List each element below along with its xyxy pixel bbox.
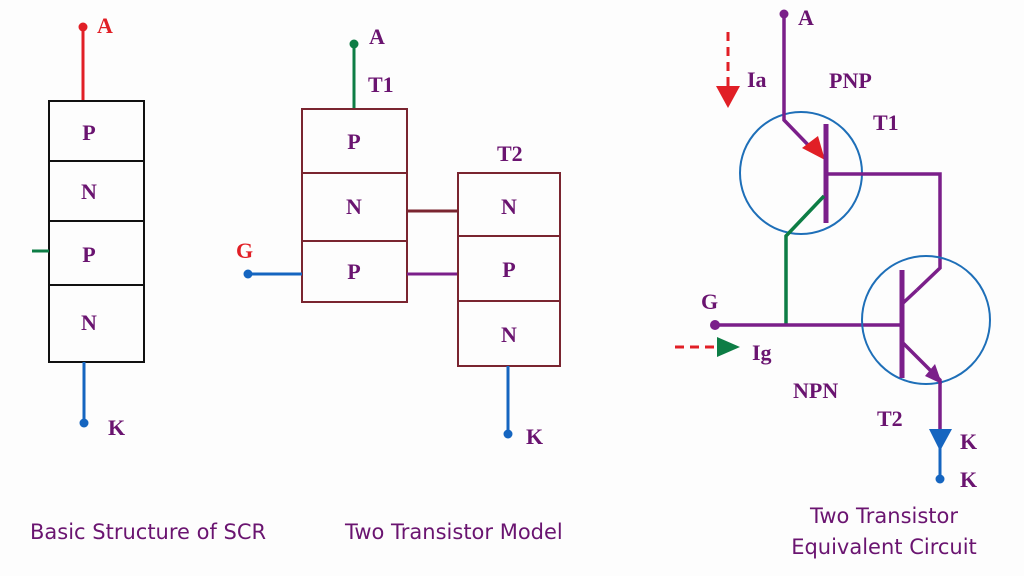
layer-label-3: P bbox=[82, 242, 95, 267]
t2-transistor-circle bbox=[861, 255, 991, 385]
t2-label: T2 bbox=[497, 141, 523, 166]
caption-two-transistor-model: Two Transistor Model bbox=[344, 520, 563, 544]
cathode-label-2: K bbox=[960, 467, 977, 492]
caption-equivalent-circuit-line2: Equivalent Circuit bbox=[791, 535, 977, 559]
anode-terminal bbox=[349, 39, 359, 49]
gate-label: G bbox=[701, 289, 718, 314]
t1-base-to-t2-collector-wire bbox=[826, 172, 942, 292]
t2-layer-label-3: N bbox=[501, 322, 517, 347]
t2-label: T2 bbox=[877, 406, 903, 431]
anode-label: A bbox=[369, 24, 385, 49]
caption-equivalent-circuit-line1: Two Transistor bbox=[809, 504, 958, 528]
anode-current-label: Ia bbox=[747, 67, 767, 92]
layer-label-1: P bbox=[82, 120, 95, 145]
cathode-label: K bbox=[108, 415, 125, 440]
two-transistor-model: A T1 P N P G T2 N P N K bbox=[236, 24, 561, 449]
basic-structure: A P N P N K bbox=[32, 13, 145, 440]
t1-layer-label-1: P bbox=[347, 129, 360, 154]
t1-collector-wire bbox=[784, 194, 826, 325]
t1-label: T1 bbox=[873, 110, 899, 135]
t1-emitter-wire bbox=[782, 14, 815, 152]
layer-box-1 bbox=[48, 100, 145, 162]
t1-layer-label-2: N bbox=[346, 194, 362, 219]
gate-current-arrow-icon bbox=[717, 337, 740, 357]
t1-layer-label-3: P bbox=[347, 259, 360, 284]
layer-label-4: N bbox=[81, 310, 97, 335]
gate-terminal bbox=[243, 269, 253, 279]
t1-label: T1 bbox=[368, 72, 394, 97]
cathode-arrow-icon bbox=[929, 429, 952, 451]
layer-box-3 bbox=[48, 220, 145, 286]
cathode-terminal bbox=[79, 418, 89, 428]
caption-basic-structure: Basic Structure of SCR bbox=[30, 520, 266, 544]
pnp-label: PNP bbox=[829, 68, 872, 93]
t2-layer-label-1: N bbox=[501, 194, 517, 219]
anode-label: A bbox=[97, 13, 113, 38]
t1-emitter-arrow-icon bbox=[802, 136, 825, 160]
t2-emitter-arrow-icon bbox=[925, 364, 942, 384]
t2-emitter-wire bbox=[900, 340, 942, 430]
cathode-terminal bbox=[935, 474, 945, 484]
cathode-label-1: K bbox=[960, 429, 977, 454]
cathode-label: K bbox=[526, 424, 543, 449]
gate-terminal bbox=[710, 320, 720, 330]
equivalent-circuit: A Ia PNP T1 G Ig NPN T2 K K bbox=[675, 5, 991, 492]
anode-label: A bbox=[798, 5, 814, 30]
layer-label-2: N bbox=[81, 179, 97, 204]
anode-current-arrow-icon bbox=[716, 86, 740, 108]
cathode-terminal bbox=[503, 429, 513, 439]
gate-current-label: Ig bbox=[752, 340, 772, 365]
t1-layer-box-3 bbox=[301, 240, 408, 303]
t2-collector-wire bbox=[900, 288, 919, 306]
gate-label: G bbox=[236, 238, 253, 263]
t2-layer-label-2: P bbox=[502, 257, 515, 282]
layer-box-4 bbox=[48, 284, 145, 363]
npn-label: NPN bbox=[793, 378, 838, 403]
anode-terminal bbox=[78, 22, 88, 32]
